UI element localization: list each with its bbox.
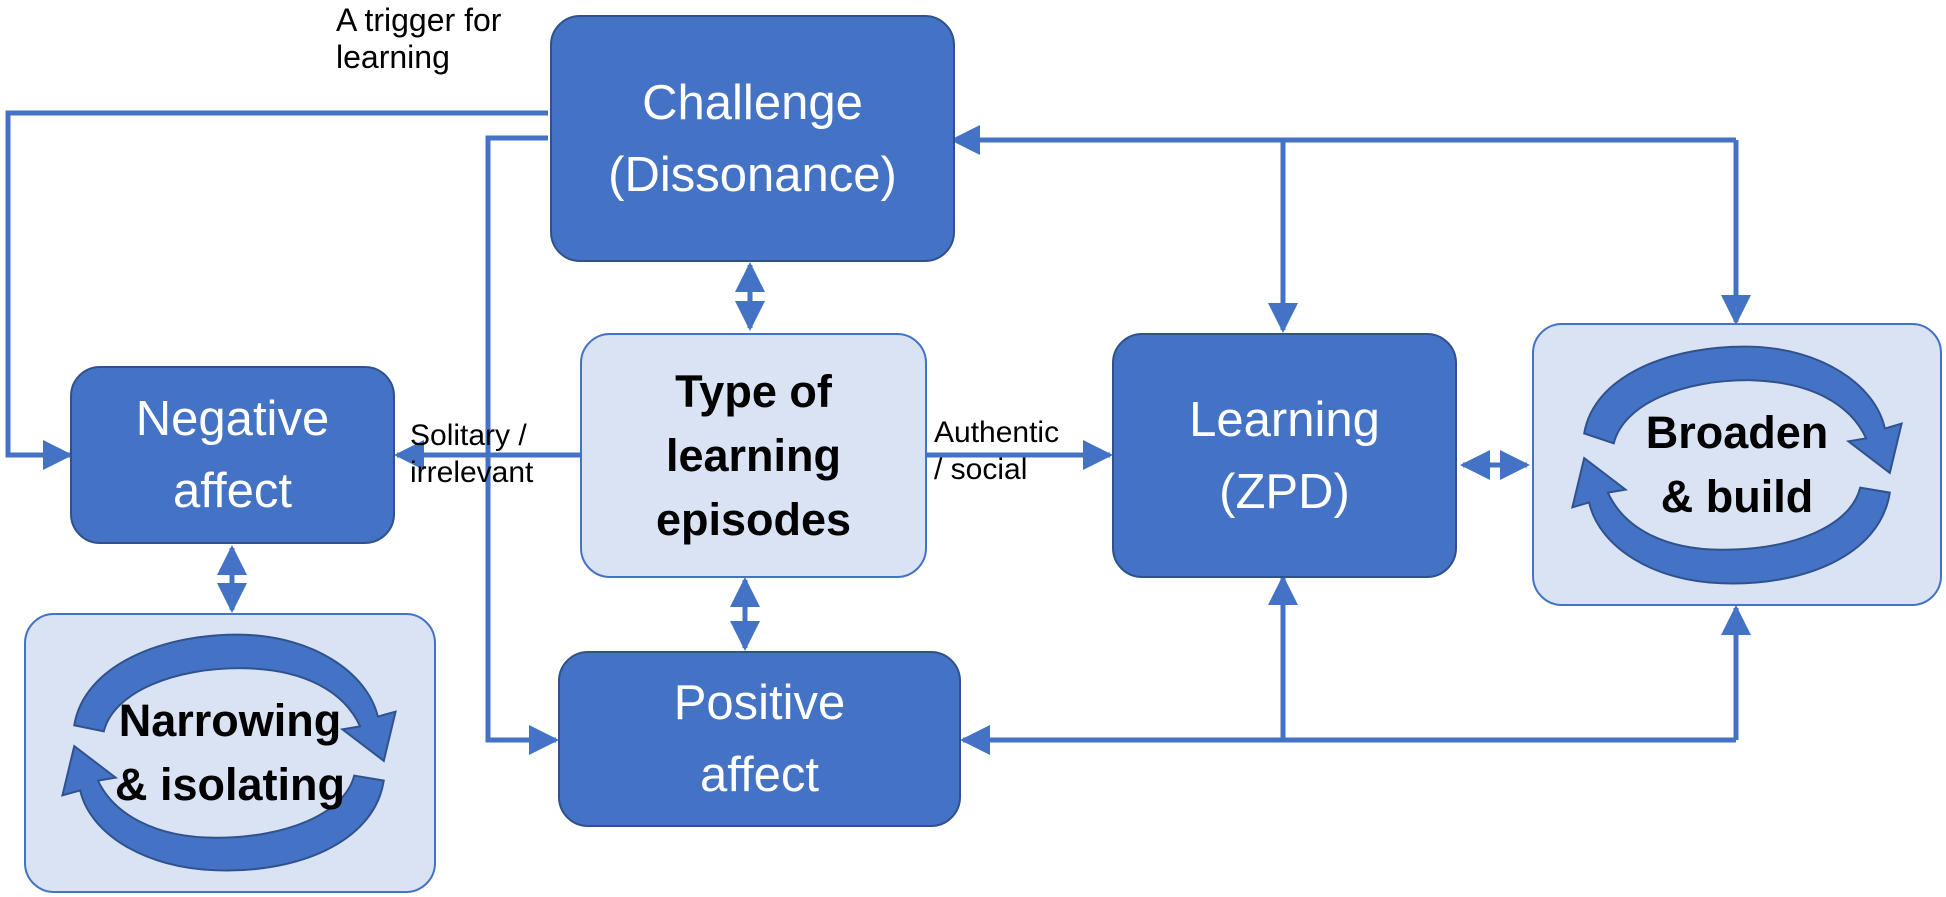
cycle-arrows-icon: [61, 633, 397, 872]
authentic-label: Authentic / social: [934, 416, 1060, 486]
edge-challenge-to-negative: [5, 110, 548, 470]
narrowing-isolating-node: Narrowing & isolating: [24, 613, 436, 893]
solitary-label: Solitary / irrelevant: [410, 419, 534, 489]
cycle-arrows-icon: [1571, 345, 1903, 585]
type-of-learning-episodes-node: Type of learning episodes: [580, 333, 927, 578]
negative-affect-node: Negative affect: [70, 366, 395, 544]
broaden-build-node: Broaden & build: [1532, 323, 1942, 606]
positive-affect-node: Positive affect: [558, 651, 961, 827]
edge-challenge-to-positive: [485, 135, 559, 755]
learning-zpd-node: Learning (ZPD): [1112, 333, 1457, 578]
trigger-label: A trigger for learning: [336, 2, 502, 75]
challenge-node: Challenge (Dissonance): [550, 15, 955, 262]
